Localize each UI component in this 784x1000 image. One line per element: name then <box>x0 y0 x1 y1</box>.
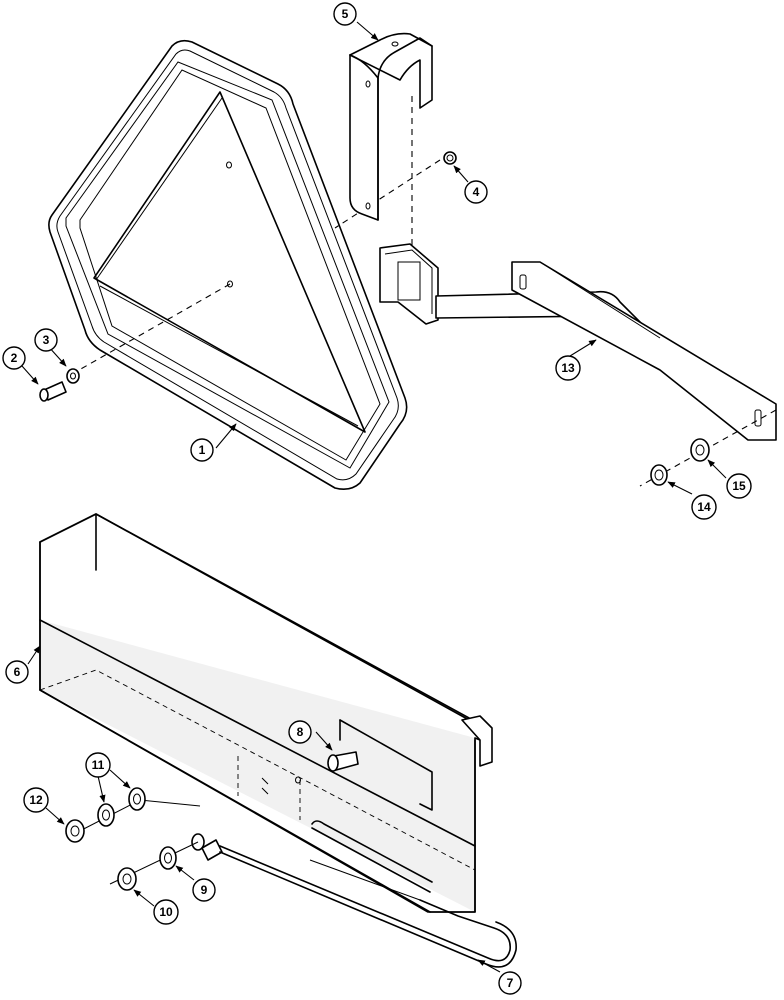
callout-12: 12 <box>23 787 49 813</box>
svg-text:8: 8 <box>297 725 304 739</box>
callout-1: 1 <box>190 438 214 462</box>
callout-5: 5 <box>333 2 357 26</box>
leader-14 <box>667 481 693 495</box>
leader-13 <box>569 339 597 357</box>
callout-6: 6 <box>5 660 29 684</box>
svg-text:2: 2 <box>11 351 18 365</box>
svg-text:6: 6 <box>14 665 21 679</box>
svg-text:11: 11 <box>92 758 105 772</box>
callout-13: 13 <box>555 355 581 381</box>
callout-2: 2 <box>2 346 26 370</box>
callout-4: 4 <box>464 180 488 204</box>
leader-10 <box>133 889 155 907</box>
leader-11b <box>109 769 131 789</box>
svg-text:12: 12 <box>29 793 43 807</box>
leader-1 <box>215 423 237 449</box>
washer-part-11b <box>97 803 115 827</box>
callout-11: 11 <box>85 752 111 778</box>
leader-9 <box>175 865 195 881</box>
nut-part-10 <box>117 867 137 891</box>
washer-part-11a <box>128 787 146 811</box>
assembly-line-2 <box>71 283 231 375</box>
nut-part-12 <box>65 819 85 843</box>
leader-12 <box>45 807 65 825</box>
lock-pin-part-7 <box>191 833 517 968</box>
svg-text:15: 15 <box>732 479 746 493</box>
leader-15 <box>707 459 727 479</box>
bracket-part-5 <box>349 32 433 221</box>
leader-11a <box>97 775 106 803</box>
washer-part-3 <box>66 368 80 384</box>
mounting-bar-part-13 <box>379 243 777 487</box>
callout-8: 8 <box>288 720 312 744</box>
svg-text:3: 3 <box>43 333 50 347</box>
leader-8 <box>315 731 333 751</box>
washer-part-9 <box>159 846 177 870</box>
callout-10: 10 <box>153 899 179 925</box>
svg-text:7: 7 <box>507 976 514 990</box>
callout-7: 7 <box>498 971 522 995</box>
bolt-part-2 <box>39 381 67 402</box>
callout-3: 3 <box>34 328 58 352</box>
nut-part-4 <box>443 151 457 165</box>
leader-5 <box>356 21 379 41</box>
svg-text:4: 4 <box>473 185 480 199</box>
svg-text:14: 14 <box>697 500 711 514</box>
nut-part-14 <box>650 464 668 486</box>
leader-6 <box>27 645 41 665</box>
svg-text:5: 5 <box>342 7 349 21</box>
callout-14: 14 <box>691 494 717 520</box>
washer-part-15 <box>690 438 710 462</box>
svg-text:1: 1 <box>199 443 206 457</box>
smv-emblem-part-1 <box>48 39 408 490</box>
callout-9: 9 <box>192 878 216 902</box>
svg-text:9: 9 <box>201 883 208 897</box>
leader-4 <box>453 165 469 183</box>
leader-7 <box>477 959 501 973</box>
svg-text:10: 10 <box>159 905 173 919</box>
storage-box-part-6 <box>39 513 493 913</box>
leader-2 <box>21 365 39 385</box>
callout-15: 15 <box>726 473 752 499</box>
assembly-line-4 <box>334 159 441 229</box>
bolt-part-8 <box>327 751 359 772</box>
svg-text:13: 13 <box>561 361 575 375</box>
